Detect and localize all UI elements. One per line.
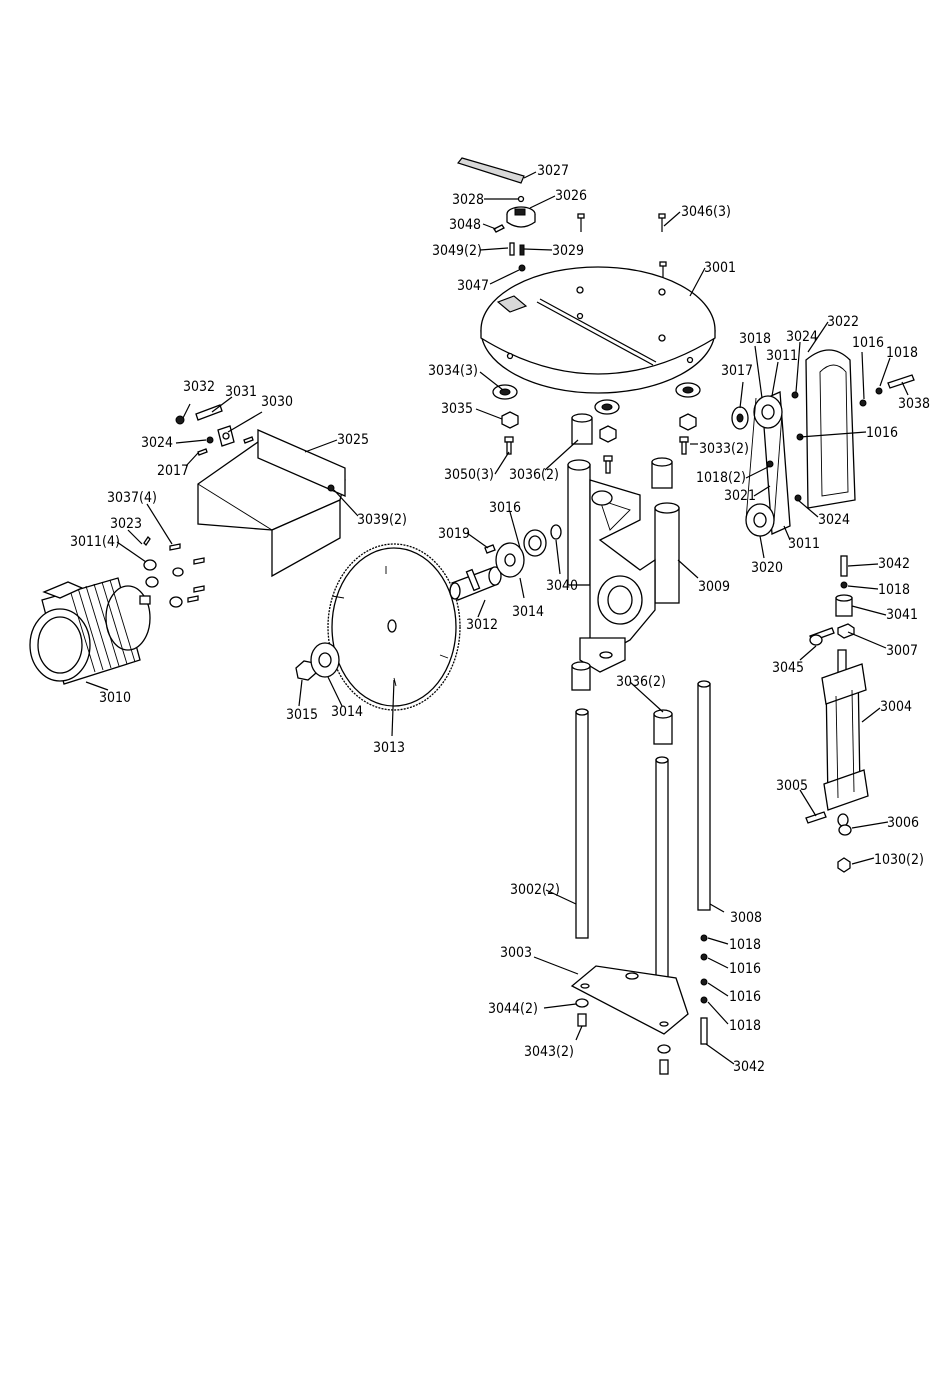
label-3018: 3018 <box>739 331 771 347</box>
label-1018-belt: 1018(2) <box>696 470 746 486</box>
label-3048: 3048 <box>449 217 481 233</box>
label-3019: 3019 <box>438 526 470 542</box>
label-3031: 3031 <box>225 384 257 400</box>
label-3021: 3021 <box>724 488 756 504</box>
label-3039: 3039(2) <box>357 512 407 528</box>
label-3022: 3022 <box>827 314 859 330</box>
column-3008 <box>697 680 711 911</box>
cylinder-parts-3042-3041-3007 <box>809 555 855 646</box>
column-3002-left <box>575 708 589 939</box>
label-1016-col2: 1016 <box>729 989 761 1005</box>
label-1016-mid: 1016 <box>866 425 898 441</box>
label-3004: 3004 <box>880 699 912 715</box>
label-3014-left: 3014 <box>331 704 363 720</box>
label-3041: 3041 <box>886 607 918 623</box>
label-3036-top: 3036(2) <box>509 467 559 483</box>
bushings-3036-lower <box>571 661 673 745</box>
label-3032: 3032 <box>183 379 215 395</box>
label-3003: 3003 <box>500 945 532 961</box>
label-3005: 3005 <box>776 778 808 794</box>
screws-3032-3031-3030 <box>175 404 254 456</box>
label-3010: 3010 <box>99 690 131 706</box>
cylinder-mount-3005-3006-1030 <box>805 811 852 873</box>
label-1016-col1: 1016 <box>729 961 761 977</box>
round-table-3001 <box>480 266 716 394</box>
motor-3010 <box>29 577 151 685</box>
belt-guard-3022 <box>796 349 915 509</box>
label-3042-bottom: 3042 <box>733 1059 765 1075</box>
bushings-3036-top <box>571 413 673 489</box>
label-3043: 3043(2) <box>524 1044 574 1060</box>
label-1030: 1030(2) <box>874 852 924 868</box>
label-3047: 3047 <box>457 278 489 294</box>
belt-assembly-3018-3021 <box>731 391 802 537</box>
label-3030: 3030 <box>261 394 293 410</box>
label-3012: 3012 <box>466 617 498 633</box>
label-2017: 2017 <box>157 463 189 479</box>
column-3002-right <box>655 756 669 987</box>
label-3029: 3029 <box>552 243 584 259</box>
base-fasteners-3044-3043-3042 <box>575 934 708 1075</box>
pointer-knob-3026 <box>506 195 536 228</box>
part-number-labels: 3027 3028 3026 3048 3046(3) 3049(2) 3029… <box>70 163 930 1075</box>
label-3017: 3017 <box>721 363 753 379</box>
label-3027: 3027 <box>537 163 569 179</box>
label-3014-right: 3014 <box>512 604 544 620</box>
label-3020: 3020 <box>751 560 783 576</box>
blade-guard-3025 <box>197 429 346 578</box>
small-screws-3048-3049-3029 <box>493 224 526 272</box>
table-bearings-3034 <box>492 382 701 415</box>
label-1018-cyl: 1018 <box>878 582 910 598</box>
flanges-3019-3016-3014-3040 <box>484 524 562 578</box>
label-3001: 3001 <box>704 260 736 276</box>
label-1018-col1: 1018 <box>729 937 761 953</box>
label-3046: 3046(3) <box>681 204 731 220</box>
label-1018-col2: 1018 <box>729 1018 761 1034</box>
leader-lines <box>85 171 909 1065</box>
label-3013: 3013 <box>373 740 405 756</box>
label-3026: 3026 <box>555 188 587 204</box>
label-3009: 3009 <box>698 579 730 595</box>
label-1016-top: 1016 <box>852 335 884 351</box>
nut-flange-3015-3014 <box>295 642 340 681</box>
label-3015: 3015 <box>286 707 318 723</box>
label-3024-left: 3024 <box>141 435 173 451</box>
label-3049: 3049(2) <box>432 243 482 259</box>
label-3044: 3044(2) <box>488 1001 538 1017</box>
label-3011-bottom: 3011 <box>788 536 820 552</box>
label-3042-top: 3042 <box>878 556 910 572</box>
label-3025: 3025 <box>337 432 369 448</box>
arbor-shaft-3012 <box>449 566 502 601</box>
label-3033: 3033(2) <box>699 441 749 457</box>
saw-blade-3013 <box>327 543 461 711</box>
label-3016: 3016 <box>489 500 521 516</box>
label-3023: 3023 <box>110 516 142 532</box>
label-3050: 3050(3) <box>444 467 494 483</box>
label-3007: 3007 <box>886 643 918 659</box>
main-casting-3009 <box>567 459 680 673</box>
nuts-bolts-3035-3050-3033 <box>501 411 697 474</box>
label-3024-bottom: 3024 <box>818 512 850 528</box>
handle-bar-3027 <box>456 157 525 184</box>
washers-bolts-3037-3023-3011 <box>143 535 205 608</box>
label-3011-top: 3011 <box>766 348 798 364</box>
air-cylinder-3004 <box>821 649 869 827</box>
label-3011-left: 3011(4) <box>70 534 120 550</box>
label-3008: 3008 <box>730 910 762 926</box>
label-3002: 3002(2) <box>510 882 560 898</box>
label-3038: 3038 <box>898 396 930 412</box>
label-3040: 3040 <box>546 578 578 594</box>
base-plate-3003 <box>570 965 689 1035</box>
label-3036-lower: 3036(2) <box>616 674 666 690</box>
label-3024-top: 3024 <box>786 329 818 345</box>
label-3045: 3045 <box>772 660 804 676</box>
label-3035: 3035 <box>441 401 473 417</box>
top-screw-3046 <box>577 213 667 278</box>
label-3028: 3028 <box>452 192 484 208</box>
label-1018-top: 1018 <box>886 345 918 361</box>
label-3037: 3037(4) <box>107 490 157 506</box>
label-3034: 3034(3) <box>428 363 478 379</box>
label-3006: 3006 <box>887 815 919 831</box>
